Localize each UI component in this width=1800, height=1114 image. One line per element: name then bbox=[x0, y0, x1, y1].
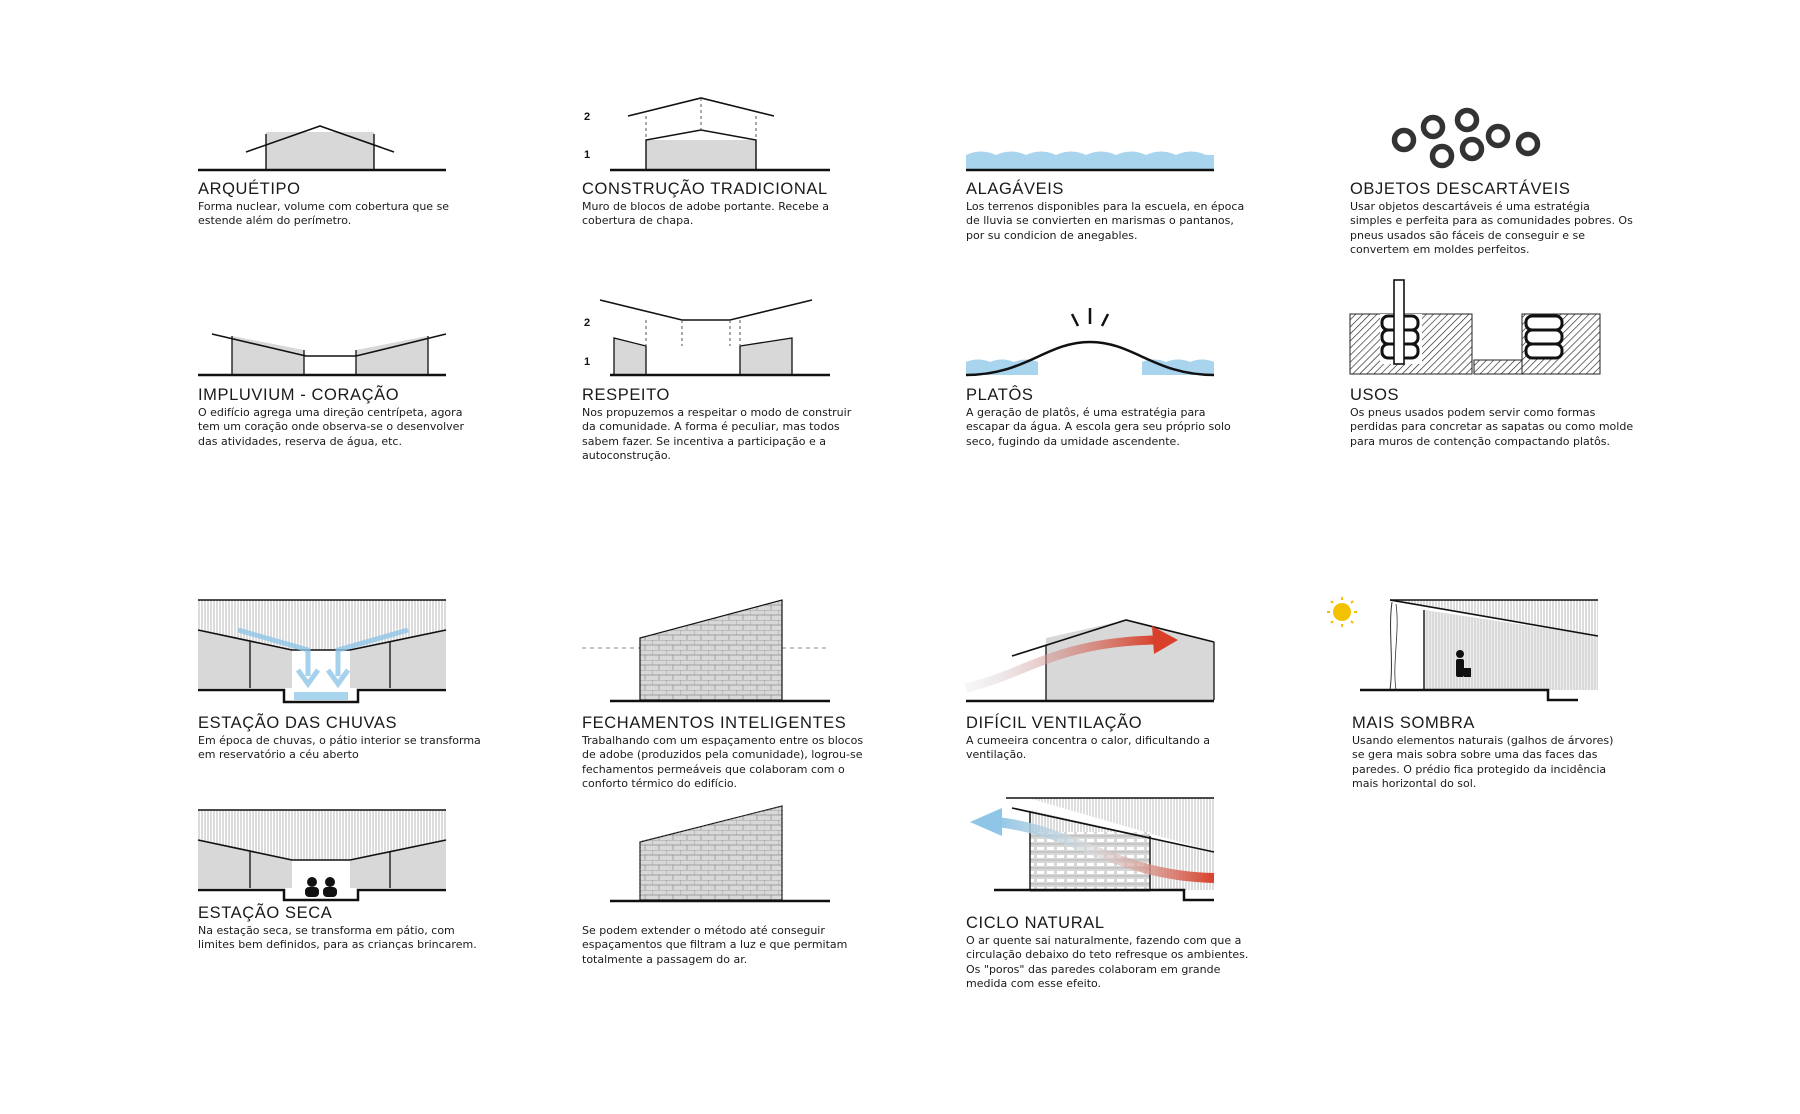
platos-diagram bbox=[965, 308, 1215, 377]
ciclo-desc: O ar quente sai naturalmente, fazendo co… bbox=[966, 934, 1249, 990]
platos-desc: A geração de platôs, é uma estratégia pa… bbox=[966, 406, 1231, 448]
impluvium-desc: O edifício agrega uma direção centrípeta… bbox=[198, 406, 464, 448]
dificil-desc: A cumeeira concentra o calor, dificultan… bbox=[966, 734, 1211, 762]
construcao-desc: Muro de blocos de adobe portante. Recebe… bbox=[582, 200, 829, 228]
objetos-desc: Usar objetos descartáveis é uma estratég… bbox=[1350, 200, 1633, 256]
usos-desc: Os pneus usados podem servir como formas… bbox=[1350, 406, 1634, 448]
level-label-2: 2 bbox=[584, 111, 590, 123]
seca-diagram bbox=[197, 809, 447, 902]
mais-sombra-diagram bbox=[1327, 597, 1599, 702]
extender-diagram bbox=[610, 805, 830, 903]
seca-desc: Na estação seca, se transforma em pátio,… bbox=[198, 924, 477, 952]
arquetipo-title: ARQUÉTIPO bbox=[198, 180, 301, 198]
usos-diagram bbox=[1349, 279, 1601, 375]
level-label-1: 1 bbox=[584, 356, 590, 368]
alagaveis-diagram bbox=[966, 151, 1214, 172]
ciclo-natural-diagram bbox=[970, 797, 1215, 902]
child-figure-icon bbox=[1456, 650, 1471, 677]
dificil-title: DIFÍCIL VENTILAÇÃO bbox=[966, 714, 1143, 732]
arquetipo-desc: Forma nuclear, volume com cobertura que … bbox=[198, 200, 450, 228]
chuvas-desc: Em época de chuvas, o pátio interior se … bbox=[198, 734, 481, 762]
children-figures-icon bbox=[305, 877, 337, 897]
impluvium-diagram bbox=[198, 333, 447, 377]
sun-icon bbox=[1327, 597, 1357, 627]
construcao-diagram: 2 1 bbox=[584, 97, 830, 172]
sombra-title: MAIS SOMBRA bbox=[1352, 714, 1476, 732]
alagaveis-desc: Los terrenos disponibles para la escuela… bbox=[966, 200, 1245, 242]
sombra-desc: Usando elementos naturais (galhos de árv… bbox=[1352, 734, 1614, 790]
arquetipo-diagram bbox=[198, 125, 446, 172]
usos-title: USOS bbox=[1350, 386, 1400, 404]
seca-title: ESTAÇÃO SECA bbox=[198, 904, 333, 922]
platos-title: PLATÔS bbox=[966, 386, 1034, 404]
chuvas-title: ESTAÇÃO DAS CHUVAS bbox=[198, 714, 398, 732]
construcao-title: CONSTRUÇÃO TRADICIONAL bbox=[582, 180, 828, 198]
fechamentos-diagram bbox=[582, 599, 830, 703]
respeito-desc: Nos propuzemos a respeitar o modo de con… bbox=[582, 406, 852, 462]
tire-icon bbox=[1391, 107, 1541, 169]
ciclo-title: CICLO NATURAL bbox=[966, 914, 1105, 932]
dificil-ventilacao-diagram bbox=[964, 619, 1215, 703]
fechamentos-desc: Trabalhando com um espaçamento entre os … bbox=[582, 734, 864, 790]
tires-diagram bbox=[1391, 107, 1541, 169]
respeito-title: RESPEITO bbox=[582, 386, 670, 404]
objetos-title: OBJETOS DESCARTÁVEIS bbox=[1350, 180, 1571, 198]
extender-desc: Se podem extender o método até conseguir… bbox=[582, 924, 848, 966]
impluvium-title: IMPLUVIUM - CORAÇÃO bbox=[198, 386, 400, 404]
fechamentos-title: FECHAMENTOS INTELIGENTES bbox=[582, 714, 847, 732]
chuvas-diagram bbox=[197, 599, 447, 704]
level-label-1: 1 bbox=[584, 149, 590, 161]
alagaveis-title: ALAGÁVEIS bbox=[966, 180, 1065, 198]
level-label-2: 2 bbox=[584, 317, 590, 329]
respeito-diagram: 2 1 bbox=[584, 299, 830, 377]
